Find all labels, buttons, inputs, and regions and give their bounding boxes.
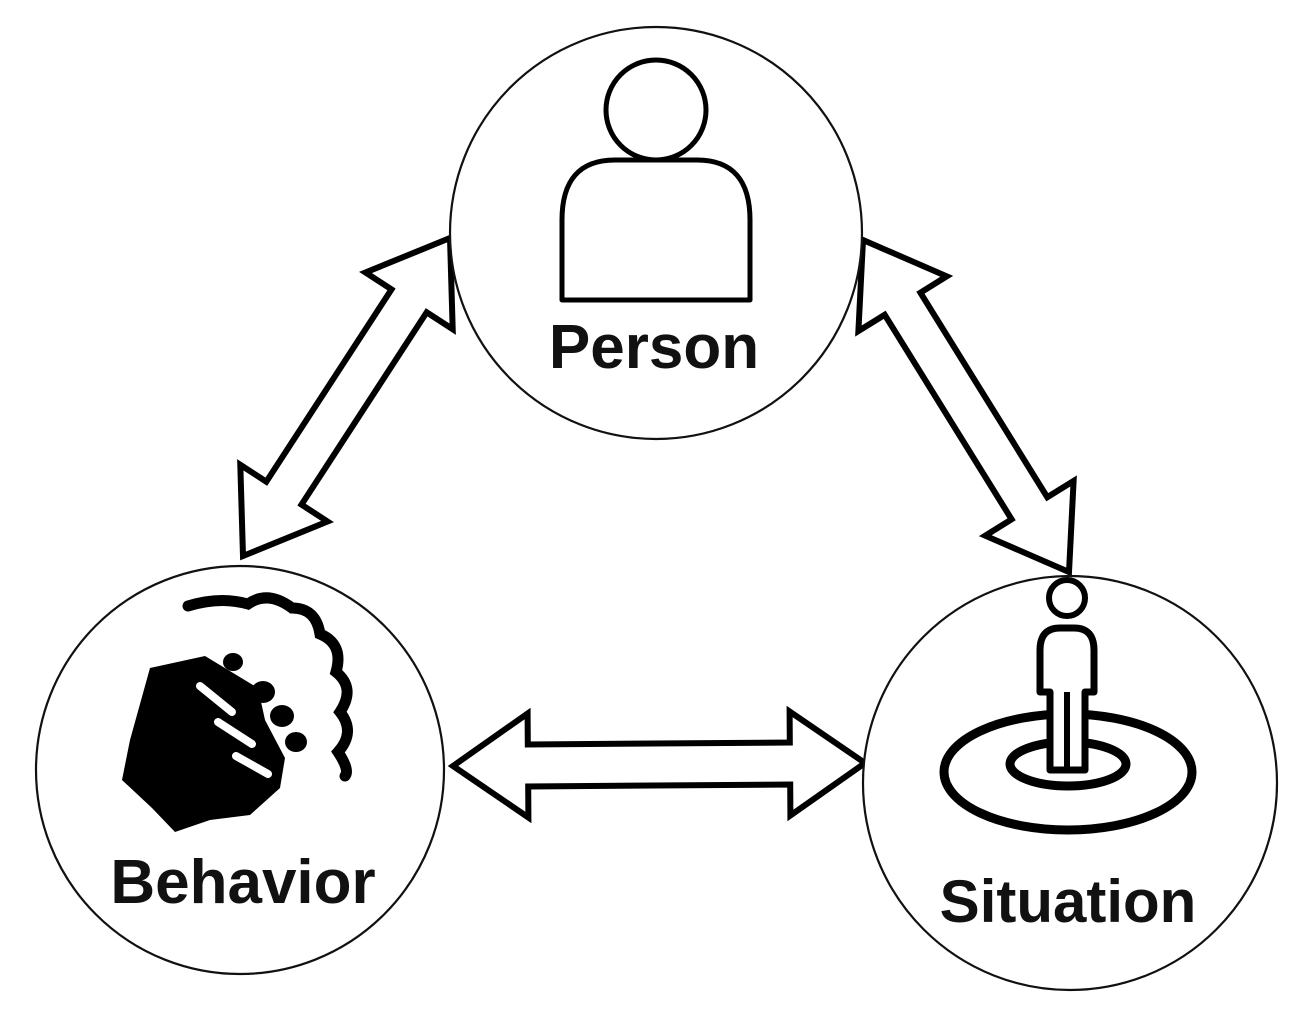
behavior-node: Behavior	[34, 564, 446, 976]
situation-node: Situation	[861, 574, 1279, 992]
arrow-behavior-situation	[447, 705, 871, 824]
person-label: Person	[549, 313, 759, 382]
person-on-target-icon	[939, 577, 1197, 835]
arrows-layer	[237, 233, 1077, 824]
arrow-person-behavior	[237, 233, 456, 561]
person-icon	[559, 57, 753, 303]
person-node: Person	[448, 25, 864, 441]
situation-label: Situation	[940, 868, 1197, 935]
arrow-person-situation	[855, 235, 1077, 577]
fist-icon	[122, 592, 353, 832]
behavior-label: Behavior	[110, 848, 375, 917]
